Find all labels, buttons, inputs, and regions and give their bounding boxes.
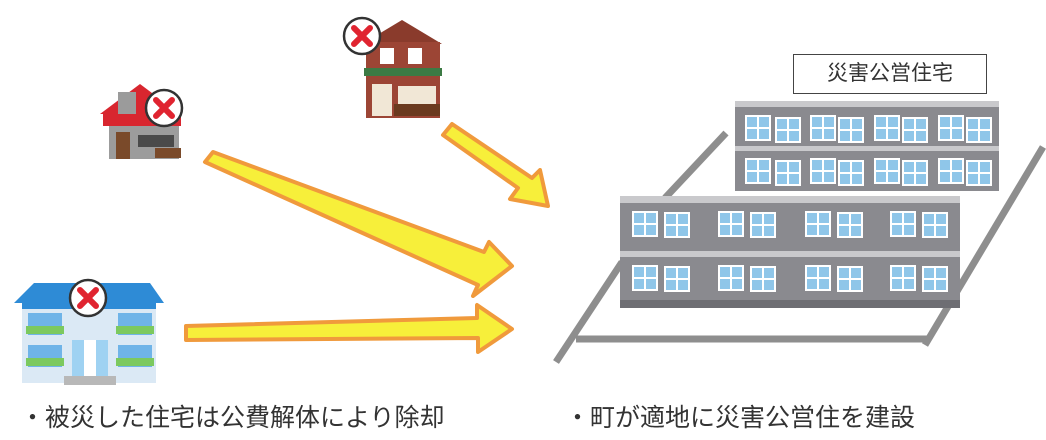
apartment-building-front <box>620 196 960 308</box>
building-name-label: 災害公営住宅 <box>793 54 987 94</box>
demolish-x-icon <box>146 90 182 126</box>
demolish-x-icon <box>344 18 380 54</box>
apartment-building-back <box>735 101 999 191</box>
arrow-from-center-house <box>203 150 514 298</box>
caption-demolition: ・被災した住宅は公費解体により除却 <box>20 403 445 432</box>
construction-site-outline <box>553 130 1046 364</box>
damaged-house-brown <box>362 20 442 118</box>
demolish-x-icon <box>70 280 106 316</box>
damaged-house-red-roof <box>100 84 181 159</box>
arrow-from-top-house <box>441 122 550 208</box>
arrow-from-blue-building <box>184 303 514 354</box>
caption-construction: ・町が適地に災害公営住を建設 <box>565 403 916 432</box>
